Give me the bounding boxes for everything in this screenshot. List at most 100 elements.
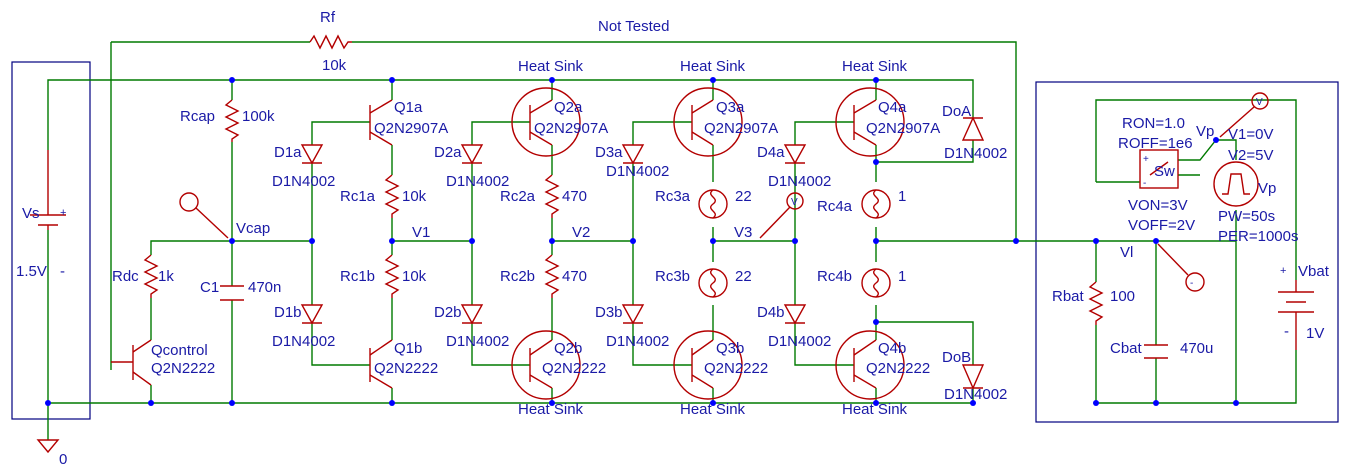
vcap-label: Vcap: [236, 220, 270, 237]
rbat-resistor: [1088, 281, 1104, 325]
v1-label: V1: [412, 224, 430, 241]
c1-value: 470n: [248, 279, 281, 296]
heat-sink-q2a: Heat Sink: [518, 58, 584, 75]
qcontrol-model: Q2N2222: [151, 360, 215, 377]
q4b-model: Q2N2222: [866, 360, 930, 377]
rc4b-resistor: [861, 268, 891, 298]
vp-pulse-source: [1213, 161, 1259, 207]
d4a-label: D4a: [757, 144, 785, 161]
rf-resistor: [309, 34, 352, 50]
heat-sink-q3a: Heat Sink: [680, 58, 746, 75]
d3b-model: D1N4002: [606, 333, 669, 350]
rc2a-label: Rc2a: [500, 188, 536, 205]
vbat-plus: +: [1280, 265, 1286, 277]
rdc-label: Rdc: [112, 268, 139, 285]
diode-d4b: [783, 304, 807, 325]
q1b-label: Q1b: [394, 340, 422, 357]
v3-label: V3: [734, 224, 752, 241]
rc3a-label: Rc3a: [655, 188, 691, 205]
rc4b-label: Rc4b: [817, 268, 852, 285]
rc2a-value: 470: [562, 188, 587, 205]
rc1a-label: Rc1a: [340, 188, 376, 205]
vp-v2-label: V2=5V: [1228, 147, 1273, 164]
rc4a-resistor: [861, 189, 891, 219]
rc4a-value: 1: [898, 188, 906, 205]
rc2b-label: Rc2b: [500, 268, 535, 285]
d1a-label: D1a: [274, 144, 302, 161]
heat-sink-q3b: Heat Sink: [680, 401, 746, 418]
q2b-transistor: [511, 330, 581, 400]
vp-v1-label: V1=0V: [1228, 126, 1273, 143]
diode-dob: [961, 364, 985, 390]
d2b-label: D2b: [434, 304, 462, 321]
diode-d4a: [783, 144, 807, 165]
rc2b-resistor: [544, 254, 560, 298]
vbat-battery: [1278, 280, 1314, 350]
load-box: [1035, 81, 1339, 423]
rc1a-resistor: [384, 174, 400, 218]
c1-label: C1: [200, 279, 219, 296]
d4a-model: D1N4002: [768, 173, 831, 190]
q3a-label: Q3a: [716, 99, 745, 116]
ground-label: 0: [59, 451, 67, 468]
rcap-resistor: [224, 99, 240, 142]
voltage-switch: [1139, 149, 1179, 189]
rdc-resistor: [143, 254, 159, 298]
d1a-model: D1N4002: [272, 173, 335, 190]
q1a-transistor: [369, 99, 393, 146]
q4b-transistor: [835, 330, 905, 400]
v3-probe: [759, 192, 804, 239]
d2b-model: D1N4002: [446, 333, 509, 350]
vl-probe-glyph: -: [1190, 278, 1193, 289]
doa-model: D1N4002: [944, 145, 1007, 162]
q1b-transistor: [369, 339, 393, 389]
d2a-model: D1N4002: [446, 173, 509, 190]
vs-battery: [30, 150, 66, 230]
cbat-capacitor: [1144, 344, 1168, 359]
d4b-model: D1N4002: [768, 333, 831, 350]
q4a-transistor: [835, 87, 905, 157]
q2a-model: Q2N2907A: [534, 120, 608, 137]
vs-value: 1.5V: [16, 263, 47, 280]
rc3b-resistor: [698, 268, 728, 298]
diode-d3a: [621, 144, 645, 165]
q3b-transistor: [673, 330, 743, 400]
von-label: VON=3V: [1128, 197, 1188, 214]
vp-source-label: Vp: [1258, 180, 1276, 197]
ron-label: RON=1.0: [1122, 115, 1185, 132]
rc2b-value: 470: [562, 268, 587, 285]
vs-plus: +: [60, 207, 66, 219]
diode-d1a: [300, 144, 324, 165]
v2-label: V2: [572, 224, 590, 241]
rc2a-resistor: [544, 174, 560, 218]
heat-sink-q2b: Heat Sink: [518, 401, 584, 418]
rcap-value: 100k: [242, 108, 275, 125]
diode-d2b: [460, 304, 484, 325]
vp-probe-glyph: V: [1256, 97, 1263, 108]
vs-label: Vs: [22, 205, 40, 222]
d2a-label: D2a: [434, 144, 462, 161]
rf-value: 10k: [322, 57, 347, 74]
diode-doa: [961, 116, 985, 141]
q1a-label: Q1a: [394, 99, 423, 116]
vcap-probe: [179, 192, 229, 239]
q1b-model: Q2N2222: [374, 360, 438, 377]
vl-probe: [1157, 243, 1205, 292]
vbat-value: 1V: [1306, 325, 1324, 342]
heat-sink-q4b: Heat Sink: [842, 401, 908, 418]
dob-model: D1N4002: [944, 386, 1007, 403]
rc4b-value: 1: [898, 268, 906, 285]
rcap-label: Rcap: [180, 108, 215, 125]
q3a-transistor: [673, 87, 743, 157]
vp-pw-label: PW=50s: [1218, 208, 1275, 225]
d3a-model: D1N4002: [606, 163, 669, 180]
not-tested-label: Not Tested: [598, 18, 669, 35]
switch-plus: +: [1143, 154, 1149, 165]
rbat-label: Rbat: [1052, 288, 1085, 305]
diode-d1b: [300, 304, 324, 325]
dob-label: DoB: [942, 349, 971, 366]
vbat-minus: -: [1284, 323, 1289, 340]
cbat-value: 470u: [1180, 340, 1213, 357]
vp-node-label: Vp: [1196, 123, 1214, 140]
